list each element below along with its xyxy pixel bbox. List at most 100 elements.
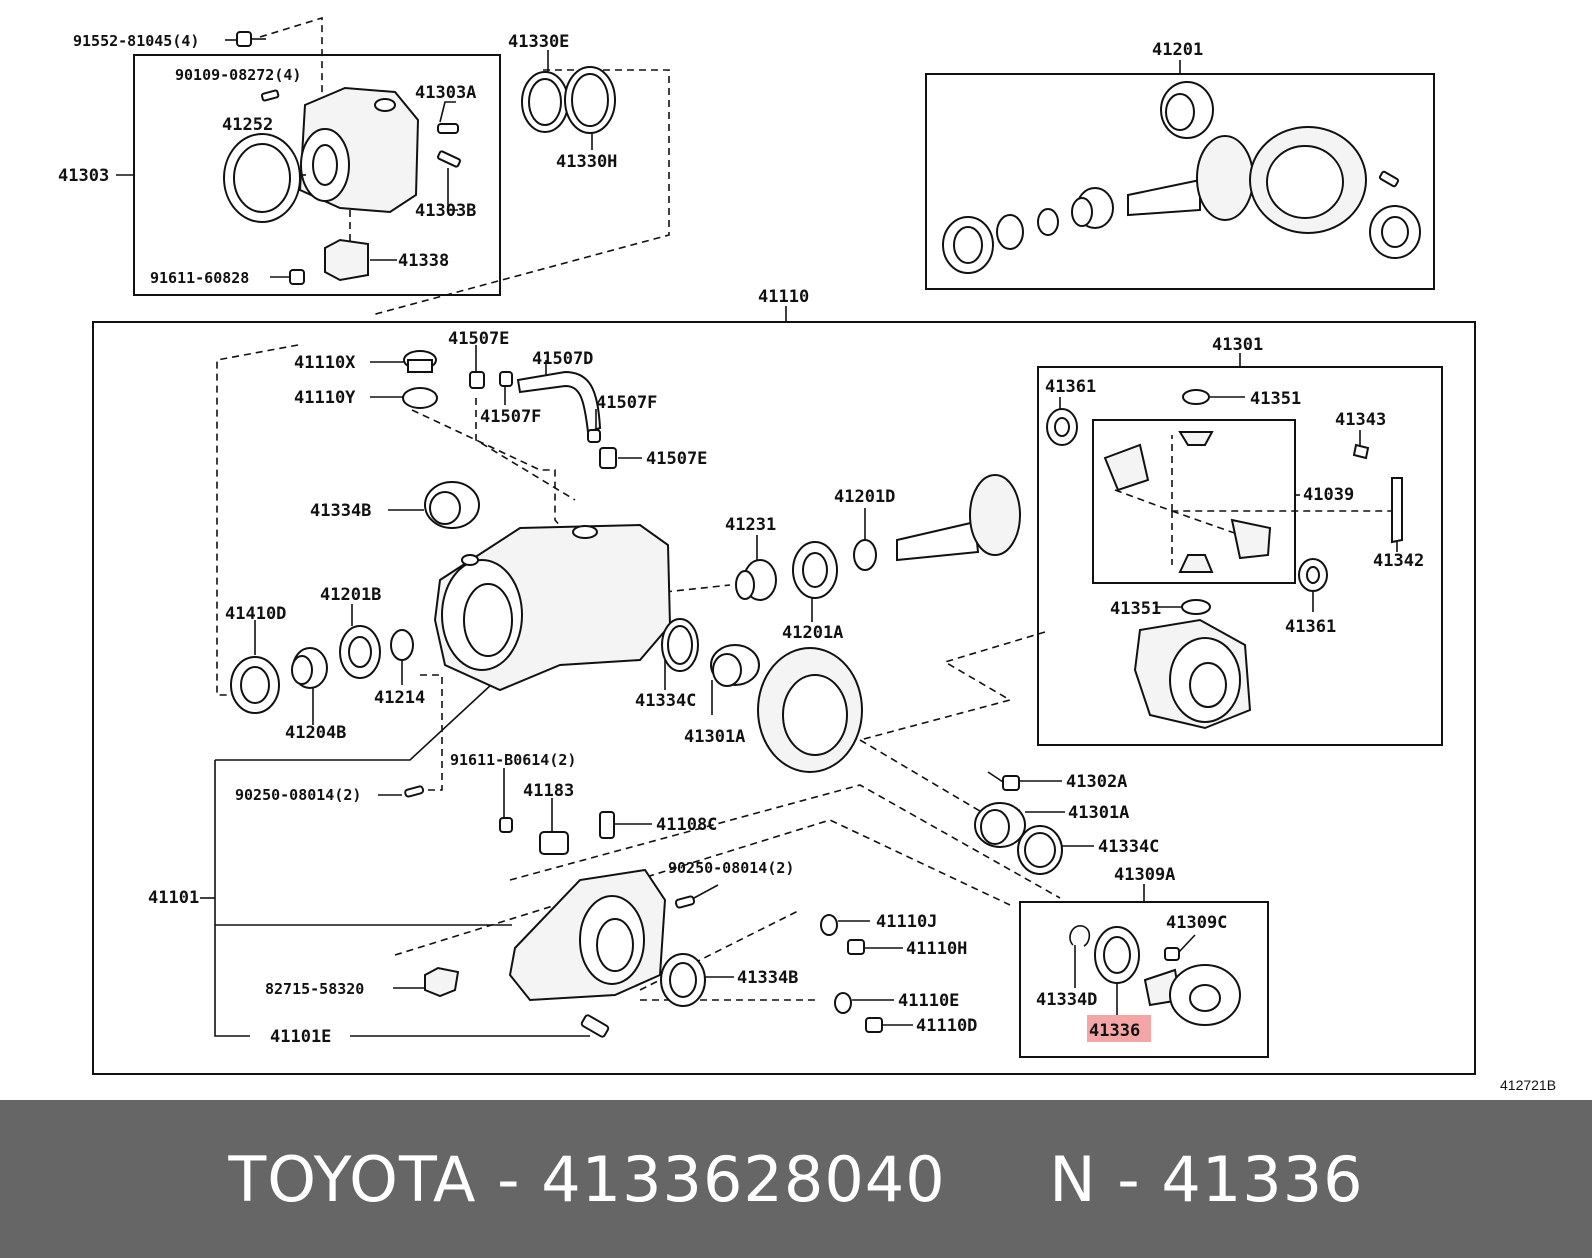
washer-icon bbox=[1037, 208, 1059, 236]
hose-41507D-icon bbox=[516, 370, 602, 434]
pin-41343-icon bbox=[1352, 443, 1370, 460]
label-41507E-top: 41507E bbox=[448, 329, 509, 349]
gear-right-icon bbox=[1230, 518, 1272, 560]
clip-41507F-right-icon bbox=[587, 429, 601, 443]
bolt-91552-icon bbox=[236, 31, 266, 47]
washer-41351-top-icon bbox=[1182, 389, 1210, 405]
label-41110H: 41110H bbox=[906, 939, 967, 959]
gear-left-icon bbox=[1103, 443, 1150, 492]
parts-diagram: 41110 41303 41201 41301 41039 41309A 411… bbox=[58, 16, 1556, 1093]
label-91611b: 91611-B0614(2) bbox=[450, 751, 576, 769]
label-41252: 41252 bbox=[222, 115, 273, 135]
gear-top-icon bbox=[1178, 431, 1214, 446]
washer-41214-icon bbox=[390, 629, 414, 661]
box-41039 bbox=[1092, 419, 1296, 584]
label-41351-low: 41351 bbox=[1110, 599, 1161, 619]
label-group-41201: 41201 bbox=[1152, 40, 1203, 60]
flange-41309C-icon bbox=[1143, 964, 1241, 1026]
gasket-41110Y-icon bbox=[402, 387, 438, 409]
bolt-90109-icon bbox=[260, 89, 280, 102]
label-41204B: 41204B bbox=[285, 723, 346, 743]
label-41338: 41338 bbox=[398, 251, 449, 271]
label-41214: 41214 bbox=[374, 688, 425, 708]
label-90250a: 90250-08014(2) bbox=[235, 786, 361, 804]
label-41201A: 41201A bbox=[782, 623, 843, 643]
rear-cover-icon bbox=[508, 868, 667, 1002]
shaft-41342-icon bbox=[1391, 477, 1403, 544]
seal-41330E-icon bbox=[521, 71, 569, 133]
label-41201D: 41201D bbox=[834, 487, 895, 507]
washer-41110J-icon bbox=[820, 914, 838, 936]
gear-bottom-icon bbox=[1178, 554, 1214, 573]
seal-41334C-left-icon bbox=[661, 618, 699, 672]
label-41334B-low: 41334B bbox=[737, 968, 798, 988]
plug-41110X-icon bbox=[403, 350, 437, 373]
bearing-41301A-right-icon bbox=[974, 802, 1026, 848]
bearing-41336-icon bbox=[1094, 926, 1140, 984]
label-41361-top: 41361 bbox=[1045, 377, 1096, 397]
pinion-gear-icon bbox=[1127, 135, 1254, 221]
label-41110Y: 41110Y bbox=[294, 388, 356, 408]
collar-icon bbox=[1071, 187, 1114, 229]
spacer-41204B-icon bbox=[291, 647, 328, 689]
label-41101E: 41101E bbox=[270, 1027, 331, 1047]
label-41336: 41336 bbox=[1089, 1021, 1140, 1041]
label-41361-low: 41361 bbox=[1285, 617, 1336, 637]
seal-41334B-low-icon bbox=[660, 953, 706, 1007]
bolt-41101E-icon bbox=[580, 1014, 610, 1038]
label-41330E: 41330E bbox=[508, 32, 569, 52]
label-41351-top: 41351 bbox=[1250, 389, 1301, 409]
label-41330H: 41330H bbox=[556, 152, 617, 172]
label-41334D: 41334D bbox=[1036, 990, 1097, 1010]
bearing-41201-top-icon bbox=[1160, 81, 1214, 139]
label-group-41101: 41101 bbox=[148, 888, 199, 908]
label-group-41309A: 41309A bbox=[1114, 865, 1175, 885]
label-41343: 41343 bbox=[1335, 410, 1386, 430]
label-group-41301: 41301 bbox=[1212, 335, 1263, 355]
label-41334C-right: 41334C bbox=[1098, 837, 1159, 857]
label-41108C: 41108C bbox=[656, 815, 717, 835]
washer-41361-low-icon bbox=[1298, 558, 1328, 592]
seal-41334B-top-icon bbox=[424, 481, 480, 529]
pin-41303A-icon bbox=[437, 123, 459, 134]
carrier-housing-icon bbox=[433, 523, 672, 692]
label-41201B: 41201B bbox=[320, 585, 381, 605]
seal-41410D-icon bbox=[230, 656, 280, 714]
pin-90250a-icon bbox=[404, 785, 425, 798]
label-41334C-left: 41334C bbox=[635, 691, 696, 711]
diff-case-icon bbox=[1133, 618, 1252, 730]
label-41110X: 41110X bbox=[294, 353, 356, 373]
ring-gear-icon bbox=[1249, 126, 1367, 234]
label-41303B: 41303B bbox=[415, 201, 476, 221]
label-41110E: 41110E bbox=[898, 991, 959, 1011]
block-41338-icon bbox=[324, 238, 369, 282]
spacer-icon bbox=[996, 214, 1024, 250]
plug-41110H-icon bbox=[847, 939, 865, 955]
label-41507E-low: 41507E bbox=[646, 449, 707, 469]
seal-41334C-right-icon bbox=[1017, 825, 1063, 875]
label-41231: 41231 bbox=[725, 515, 776, 535]
seal-41252-icon bbox=[223, 133, 301, 223]
label-group-41110: 41110 bbox=[758, 287, 809, 307]
label-91552: 91552-81045(4) bbox=[73, 32, 199, 50]
cover-41303-icon bbox=[298, 86, 420, 214]
label-41301A-left: 41301A bbox=[684, 727, 745, 747]
ring-bolt-icon bbox=[1378, 170, 1400, 188]
pin-90250b-icon bbox=[674, 895, 696, 909]
clip-41507F-left-icon bbox=[499, 371, 513, 387]
label-group-41039: 41039 bbox=[1303, 485, 1354, 505]
label-41110D: 41110D bbox=[916, 1016, 977, 1036]
ring-gear-main-icon bbox=[757, 647, 863, 773]
fitting-41108C-icon bbox=[599, 811, 615, 839]
bolt-41309C-icon bbox=[1164, 947, 1180, 961]
washer-41201D-icon bbox=[853, 539, 877, 571]
label-91611a: 91611-60828 bbox=[150, 269, 249, 287]
label-41309C: 41309C bbox=[1166, 913, 1227, 933]
label-41183: 41183 bbox=[523, 781, 574, 801]
bearing-41201-right-icon bbox=[1369, 205, 1421, 259]
label-41110J: 41110J bbox=[876, 912, 937, 932]
pinion-41201D-icon bbox=[896, 474, 1021, 562]
label-41507F-right: 41507F bbox=[596, 393, 657, 413]
gasket-41183-icon bbox=[539, 831, 569, 855]
label-41410D: 41410D bbox=[225, 604, 286, 624]
